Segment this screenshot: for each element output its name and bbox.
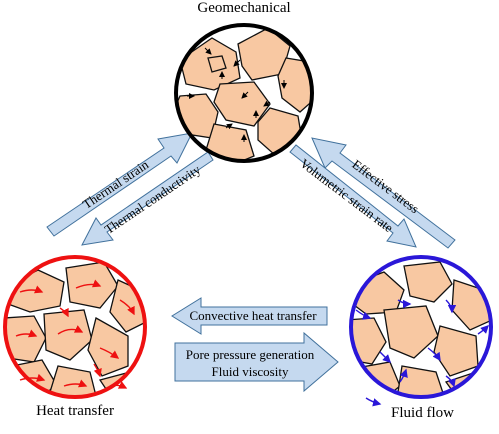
geomechanical-node (174, 23, 314, 163)
thermal-conductivity-label: Thermal conductivity (102, 161, 204, 236)
fluid-viscosity-label: Fluid viscosity (212, 364, 289, 379)
fluid-flow-node (349, 255, 493, 407)
heat-transfer-grains (5, 261, 145, 397)
fluid-flow-title: Fluid flow (391, 405, 454, 421)
geomechanical-title: Geomechanical (197, 0, 291, 16)
heat-transfer-title: Heat transfer (36, 403, 114, 419)
convective-heat-transfer-arrow: Convective heat transfer (171, 297, 328, 335)
heat-flow-arrows (15, 279, 135, 389)
stress-arrows (187, 47, 287, 142)
pore-pressure-generation-label: Pore pressure generation (186, 347, 315, 362)
convective-heat-transfer-label: Convective heat transfer (189, 308, 317, 323)
heat-transfer-node (3, 255, 147, 399)
fluid-flow-grains (351, 261, 491, 397)
pore-pressure-arrow: Pore pressure generation Fluid viscosity (174, 331, 339, 393)
fluid-flow-arrows (355, 299, 489, 407)
